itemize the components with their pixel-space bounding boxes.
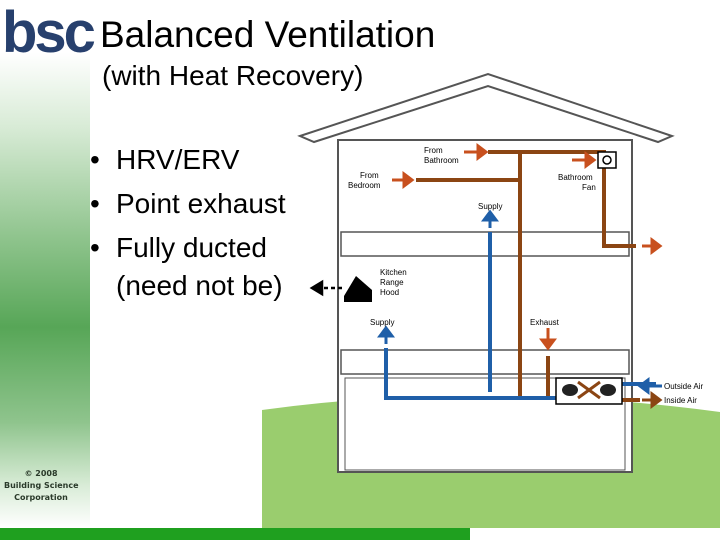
supply-arrows: [377, 209, 662, 395]
supply-ducts: [384, 232, 656, 400]
kitchen-range-hood: [344, 276, 372, 302]
hrv-fan-left: [562, 384, 578, 396]
label-outside-air: Outside Air: [664, 382, 703, 391]
slide-title: Balanced Ventilation: [100, 14, 436, 55]
label-inside-air: Inside Air: [664, 396, 697, 405]
bottom-bar: [0, 528, 720, 540]
hrv-fan-right: [600, 384, 616, 396]
label-from-bedroom-1: From: [360, 171, 379, 180]
inside-air-arrow: [642, 391, 663, 409]
copyright-notice: © 2008 Building Science Corporation: [4, 469, 79, 502]
label-from-bedroom-2: Bedroom: [348, 181, 381, 190]
bullet-item: •Point exhaust: [90, 188, 286, 219]
label-from-bathroom-2: Bathroom: [424, 156, 459, 165]
sidebar-gradient: [0, 0, 90, 528]
slide-subtitle: (with Heat Recovery): [102, 60, 364, 91]
bullet-item-continuation: (need not be): [116, 270, 283, 301]
label-kitchen-2: Range: [380, 278, 404, 287]
floor-lower: [340, 349, 630, 375]
label-supply-lower: Supply: [370, 318, 394, 327]
supply-duct-main: [384, 348, 560, 400]
hrv-core: [577, 380, 601, 400]
floor-upper: [340, 231, 630, 257]
bullet-item: •HRV/ERV: [90, 144, 240, 175]
bsc-logo: bsc: [2, 0, 96, 65]
label-kitchen-3: Hood: [380, 288, 399, 297]
bullet-item: •Fully ducted: [90, 232, 267, 263]
label-kitchen-1: Kitchen: [380, 268, 407, 277]
exhaust-arrows: [392, 143, 663, 351]
roof: [297, 72, 675, 144]
label-from-bathroom-1: From: [424, 146, 443, 155]
bullet-list: •HRV/ERV •Point exhaust •Fully ducted (n…: [90, 138, 286, 308]
bottom-bar-green: [0, 528, 470, 540]
bathroom-fan-box: [597, 151, 617, 169]
label-bathroom-fan-1: Bathroom: [558, 173, 593, 182]
kitchen-exhaust-arrow: [309, 279, 342, 297]
bathroom-fan-icon: [602, 155, 612, 165]
label-supply-upper: Supply: [478, 202, 502, 211]
exhaust-duct-bathroom: [488, 150, 636, 248]
label-exhaust: Exhaust: [530, 318, 560, 327]
label-bathroom-fan-2: Fan: [582, 183, 596, 192]
